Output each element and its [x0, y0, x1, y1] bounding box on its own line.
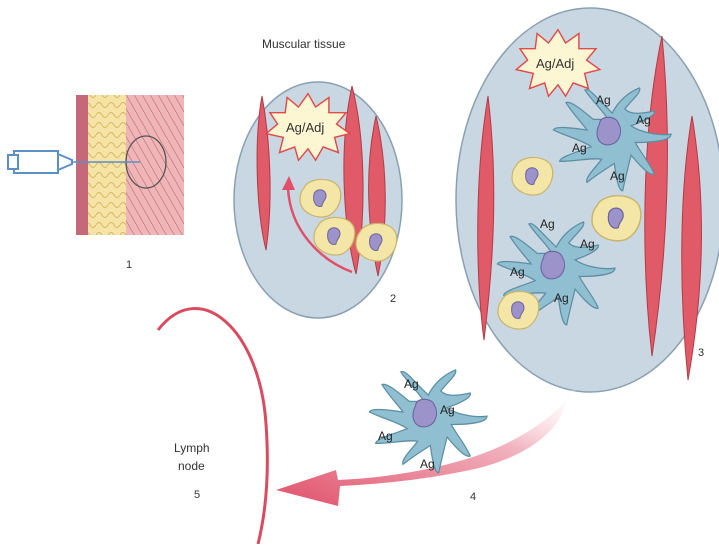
macrophage-cell [512, 157, 553, 195]
fat-layer [88, 95, 126, 235]
antigen-label: Ag [404, 377, 419, 391]
step-label-1: 1 [126, 259, 132, 271]
lymph-node-outline [158, 309, 267, 544]
muscular-tissue-title: Muscular tissue [262, 37, 346, 51]
antigen-label: Ag [610, 169, 625, 183]
macrophage-cell [300, 179, 341, 217]
step-label-5: 5 [194, 489, 200, 501]
macrophage-cell [356, 223, 397, 261]
panel-2-vesicle: Ag/Adj [234, 82, 402, 318]
antigen-label: Ag [596, 93, 611, 107]
panel-3-vesicle: Ag/Adj Ag Ag Ag Ag Ag Ag Ag Ag [456, 8, 719, 392]
antigen-label: Ag [554, 291, 569, 305]
skin-layer [76, 95, 88, 235]
panel-1-tissue-section [76, 95, 184, 235]
step-label-2: 2 [390, 293, 396, 305]
macrophage-cell [498, 291, 539, 329]
antigen-label: Ag [440, 403, 455, 417]
step-label-3: 3 [698, 347, 704, 359]
lymph-node-label-line1: Lymph [174, 441, 210, 455]
burst-label: Ag/Adj [286, 120, 324, 135]
macrophage-cell [314, 217, 355, 255]
antigen-label: Ag [540, 217, 555, 231]
antigen-label: Ag [580, 237, 595, 251]
burst-label: Ag/Adj [536, 56, 574, 71]
step-label-4: 4 [470, 491, 476, 503]
antigen-label: Ag [420, 457, 435, 471]
antigen-label: Ag [572, 141, 587, 155]
macrophage-cell [592, 196, 641, 241]
antigen-label: Ag [510, 265, 525, 279]
muscle-layer [126, 95, 184, 235]
antigen-label: Ag [636, 113, 651, 127]
lymph-node-label-line2: node [178, 459, 205, 473]
antigen-label: Ag [378, 429, 393, 443]
